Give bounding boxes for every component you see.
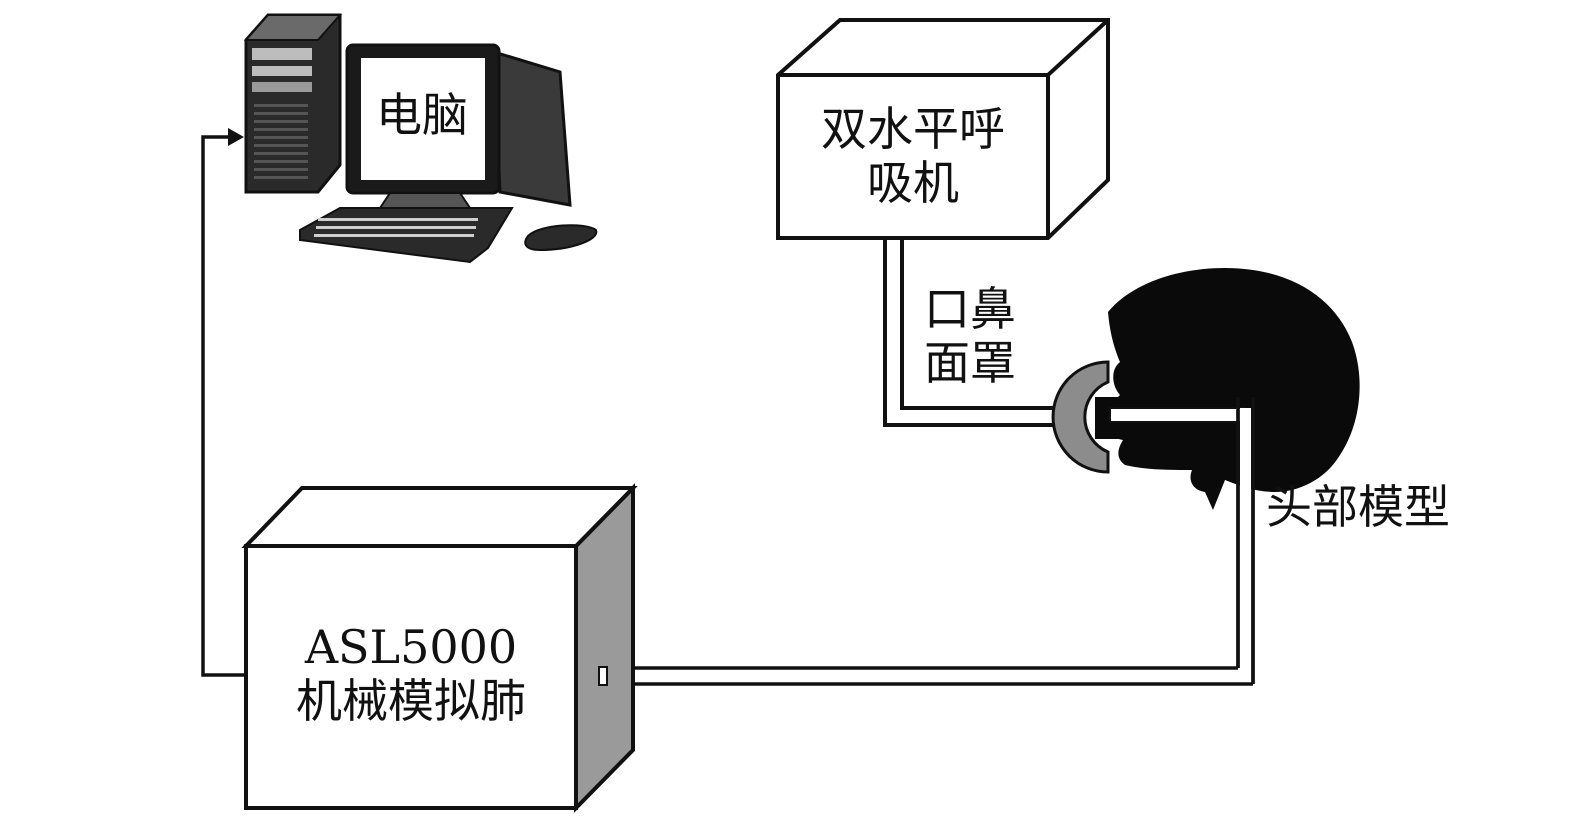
cable-arrow-head <box>228 128 244 146</box>
mask-label: 口鼻 面罩 <box>924 282 1016 391</box>
head-profile-icon <box>1108 268 1360 510</box>
ventilator-label-line2: 吸机 <box>867 156 959 211</box>
lung-to-computer-cable <box>201 135 246 677</box>
desktop-computer-icon <box>243 13 598 264</box>
mask-label-line1: 口鼻 <box>924 282 1016 336</box>
ventilator-box <box>776 18 1110 240</box>
head-model-label: 头部模型 <box>1266 480 1450 534</box>
lung-label-line2: 机械模拟肺 <box>296 674 526 729</box>
lung-simulator-label: ASL5000 机械模拟肺 <box>246 620 576 729</box>
ventilator-to-mask-tube <box>883 238 1060 427</box>
oronasal-mask-icon <box>1051 360 1110 474</box>
ventilator-label: 双水平呼 吸机 <box>798 102 1028 211</box>
computer-label: 电脑 <box>376 88 468 142</box>
mask-label-line2: 面罩 <box>924 336 1016 391</box>
lung-label-line1: ASL5000 <box>304 620 518 674</box>
ventilator-label-line1: 双水平呼 <box>821 102 1005 156</box>
head-to-lung-tube <box>603 397 1255 686</box>
lung-simulator-box <box>241 483 638 813</box>
